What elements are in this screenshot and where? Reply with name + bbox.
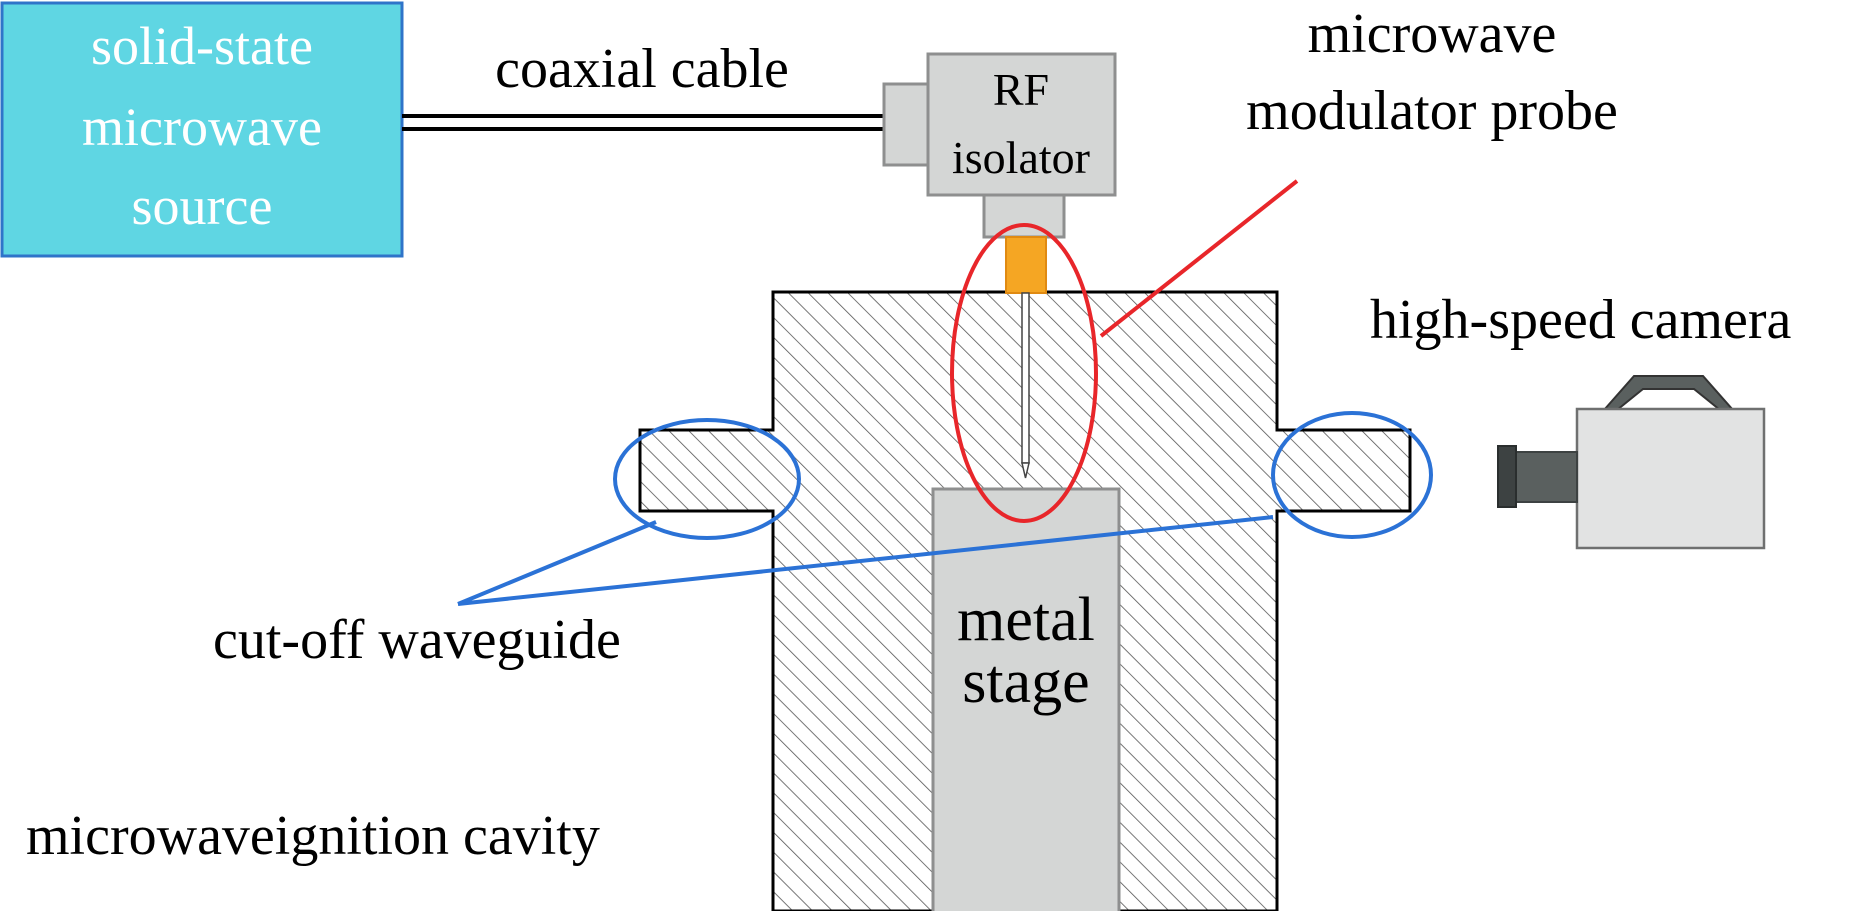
modulator-probe: [1005, 236, 1047, 479]
isolator-side-port: [882, 82, 930, 167]
probe-label-line1: microwave: [1308, 3, 1557, 65]
probe-needle: [1021, 292, 1030, 464]
isolator-label-line2: isolator: [952, 132, 1090, 183]
metal-stage-block: [931, 487, 1121, 911]
probe-connector: [1005, 236, 1047, 294]
waveguide-label: cut-off waveguide: [213, 609, 621, 671]
probe-callout-ellipse: [950, 223, 1098, 523]
coaxial-cable-label: coaxial cable: [495, 38, 789, 100]
camera-handle: [1601, 375, 1736, 411]
camera-body: [1575, 407, 1766, 550]
stage-label-line1: metal: [957, 586, 1095, 654]
source-label-line1: solid-state: [91, 16, 313, 76]
waveguide-left-ellipse: [613, 418, 801, 540]
high-speed-camera: high-speed camera: [1370, 289, 1791, 550]
microwave-source: solid-state microwave source: [0, 1, 404, 258]
waveguide-right-ellipse: [1271, 411, 1433, 539]
metal-stage: metal stage: [931, 487, 1121, 911]
probe-callout: microwave modulator probe: [950, 3, 1618, 523]
waveguide-callout-line-right: [457, 515, 1274, 606]
camera-lens-rim: [1497, 445, 1517, 508]
cavity-label: microwaveignition cavity: [26, 805, 600, 867]
isolator-bottom-port: [982, 193, 1066, 239]
source-label-line3: source: [132, 176, 273, 236]
isolator-label-line1: RF: [993, 64, 1049, 115]
microwave-source-box: [0, 1, 404, 258]
camera-lens: [1513, 451, 1578, 503]
probe-label-line2: modulator probe: [1246, 80, 1618, 142]
waveguide-callout: cut-off waveguide: [213, 411, 1433, 671]
source-label-line2: microwave: [82, 97, 322, 157]
camera-label: high-speed camera: [1370, 289, 1791, 351]
probe-needle-tip: [1021, 462, 1030, 479]
waveguide-callout-line-left: [457, 520, 657, 606]
rf-isolator: RF isolator: [882, 52, 1117, 239]
video-camera-icon: [1497, 375, 1766, 550]
isolator-box: [926, 52, 1117, 197]
probe-callout-line: [1099, 179, 1299, 338]
coaxial-cable: coaxial cable: [402, 38, 884, 131]
stage-label-line2: stage: [962, 648, 1089, 716]
